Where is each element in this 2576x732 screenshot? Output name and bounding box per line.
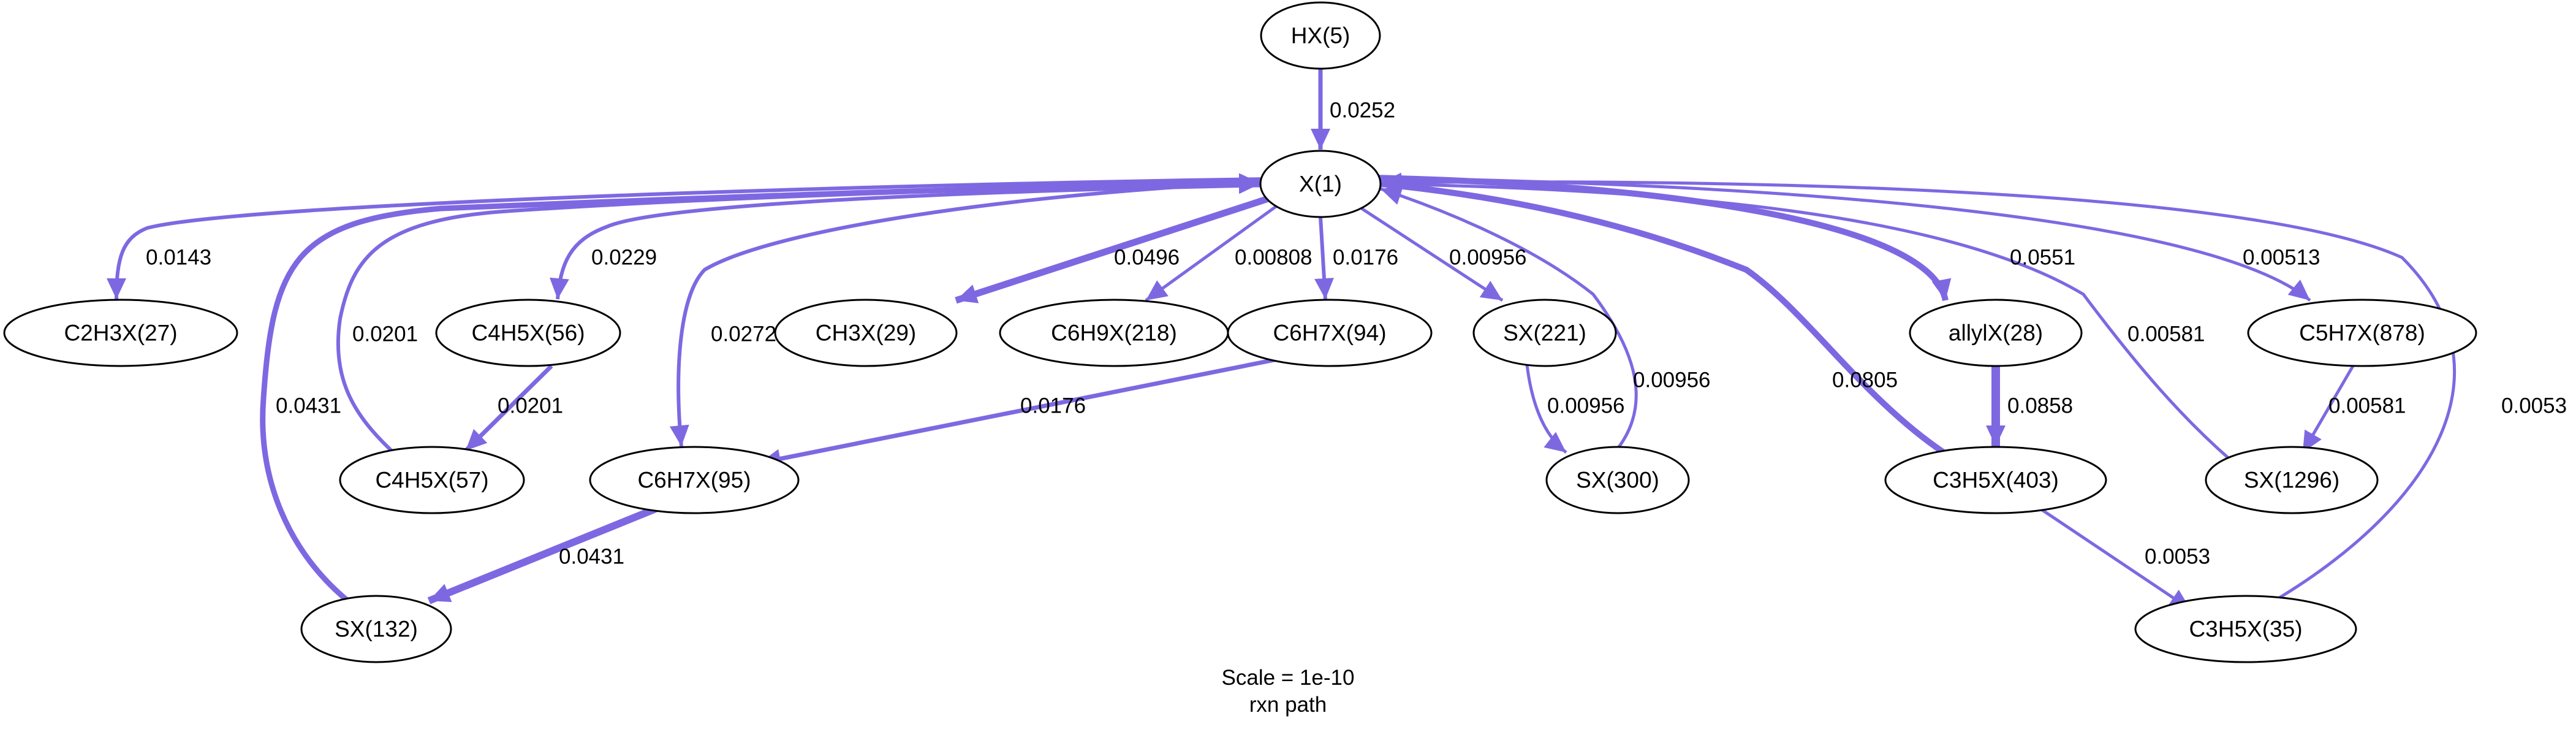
node-C2H3X27: C2H3X(27) [3,299,238,367]
edge-C3H5X403-to-C3H5X35 [2039,507,2192,611]
node-CH3X29: CH3X(29) [774,299,958,367]
edge-label: 0.0805 [1832,368,1898,392]
node-ellipse [2247,299,2477,367]
edge-SX300-to-X1 [1380,186,1638,448]
edge-label: 0.0431 [559,545,624,569]
edge-label: 0.0272 [711,322,776,346]
node-label: C4H5X(56) [471,321,585,346]
node-label: C6H9X(218) [1051,321,1177,346]
edge-label: 0.0143 [146,246,211,270]
node-label: allylX(28) [1949,321,2043,346]
node-label: SX(1296) [2244,468,2339,493]
edge-C3H5X403-to-X1 [1380,176,1947,457]
edge-label: 0.00808 [1235,246,1313,270]
node-C4H5X56: C4H5X(56) [435,299,621,367]
edge-X1-to-C6H7X95 [669,180,1269,447]
edge-label: 0.0053 [2501,394,2567,418]
edge-SX1296-to-X1 [1380,174,2232,461]
node-ellipse [2205,446,2379,514]
edge-X1-to-C6H9X218 [1145,204,1279,302]
node-C6H9X218: C6H9X(218) [999,299,1229,367]
edge-X1-to-C5H7X878 [1375,176,2311,302]
node-C3H5X403: C3H5X(403) [1884,446,2107,514]
node-C3H5X35: C3H5X(35) [2134,595,2357,663]
caption-scale: Scale = 1e-10 [1222,666,1355,690]
edge-label: 0.00956 [1449,246,1527,270]
node-ellipse [1545,446,1690,514]
node-label: SX(132) [335,617,418,642]
node-label: CH3X(29) [816,321,917,346]
edge-X1-to-SX221 [1360,207,1504,302]
edge-SX221-to-SX300 [1525,364,1567,454]
node-ellipse [1909,299,2083,367]
edge-label: 0.0252 [1330,99,1395,123]
node-label: HX(5) [1291,23,1351,48]
edge-label: 0.0431 [276,394,341,418]
node-SX221: SX(221) [1472,299,1617,367]
node-label: SX(300) [1576,468,1659,493]
edge-C4H5X56-to-C4H5X57 [464,364,553,452]
node-label: C3H5X(35) [2189,617,2302,642]
node-SX1296: SX(1296) [2205,446,2379,514]
node-ellipse [774,299,958,367]
edge-C5H7X878-to-SX1296 [2301,365,2355,454]
edge-label: 0.0201 [498,394,563,418]
edge-X1-to-C6H7X94 [1314,216,1334,300]
caption-title: rxn path [1249,693,1327,717]
node-label: X(1) [1299,172,1342,197]
edge-label: 0.0201 [352,322,418,346]
edge-label: 0.00581 [2328,394,2406,418]
node-ellipse [1472,299,1617,367]
edge-label: 0.0176 [1333,246,1398,270]
edge-label: 0.0551 [2010,246,2075,270]
edge-label: 0.0229 [591,246,657,270]
edge-label: 0.0053 [2145,545,2210,569]
edge-label: 0.00956 [1547,394,1625,418]
node-ellipse [1884,446,2107,514]
edge-label: 0.00956 [1633,368,1711,392]
node-ellipse [300,595,452,663]
edge-label: 0.0858 [2007,394,2073,418]
node-SX300: SX(300) [1545,446,1690,514]
edge-X1-to-CH3X29 [955,195,1270,304]
node-ellipse [1259,150,1382,218]
node-label: C6H7X(95) [637,468,751,493]
node-ellipse [2134,595,2357,663]
node-X1: X(1) [1259,150,1382,218]
edge-C6H7X95-to-SX132 [427,505,657,604]
node-ellipse [339,446,525,514]
edge-X1-to-C2H3X27 [107,177,1269,300]
node-label: C3H5X(403) [1933,468,2059,493]
node-label: C5H7X(878) [2299,321,2425,346]
edge-label: 0.00581 [2127,322,2205,346]
node-ellipse [3,299,238,367]
node-ellipse [589,446,800,514]
edge-label: 0.0176 [1020,394,1086,418]
node-C6H7X94: C6H7X(94) [1227,299,1433,367]
node-allylX28: allylX(28) [1909,299,2083,367]
node-SX132: SX(132) [300,595,452,663]
node-C4H5X57: C4H5X(57) [339,446,525,514]
node-ellipse [1260,1,1381,70]
edge-SX132-to-X1 [260,173,1260,604]
node-HX5: HX(5) [1260,1,1381,70]
node-ellipse [435,299,621,367]
edge-label: 0.0496 [1114,246,1180,270]
node-label: C4H5X(57) [375,468,488,493]
node-C5H7X878: C5H7X(878) [2247,299,2477,367]
edge-C3H5X35-to-X1 [1380,172,2456,603]
edge-label: 0.00513 [2243,246,2320,270]
edge-X1-to-C4H5X56 [549,183,1275,300]
node-label: SX(221) [1503,321,1586,346]
edge-C6H7X94-to-C6H7X95 [759,356,1281,469]
node-ellipse [1227,299,1433,367]
node-label: C6H7X(94) [1273,321,1386,346]
node-label: C2H3X(27) [64,321,177,346]
node-C6H7X95: C6H7X(95) [589,446,800,514]
